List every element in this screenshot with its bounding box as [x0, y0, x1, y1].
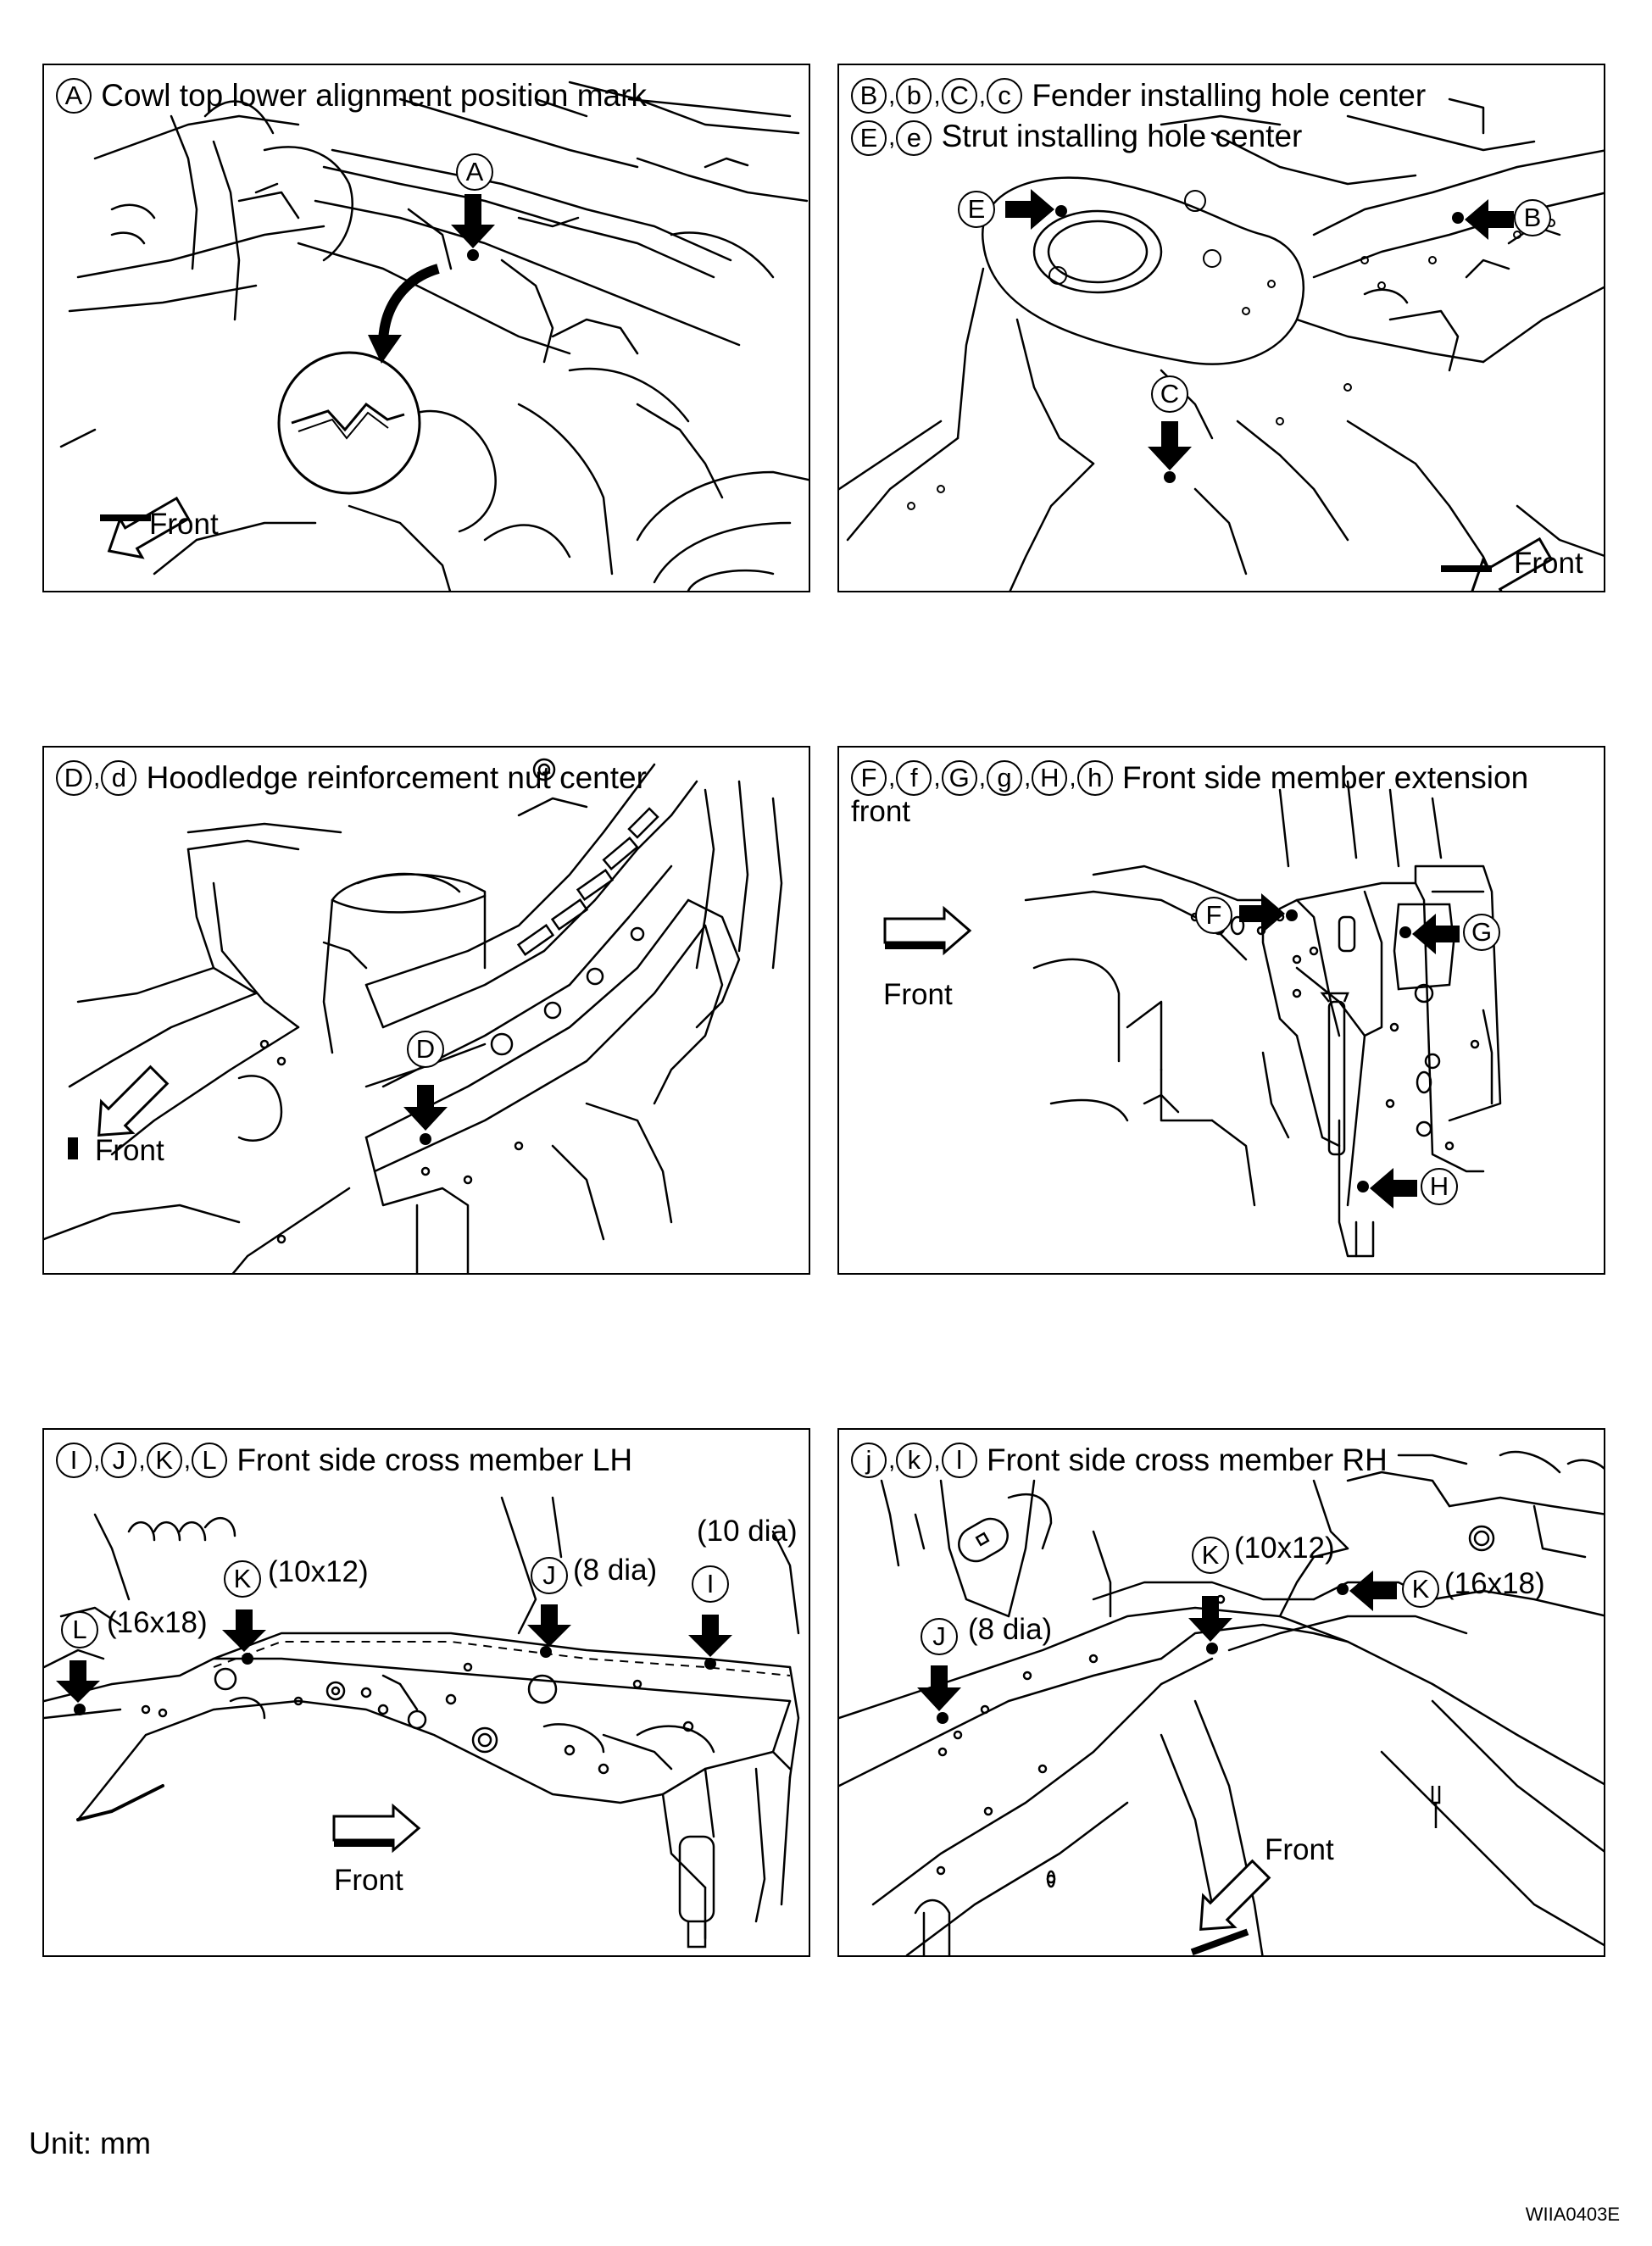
- title-text: Front side member extension: [1122, 760, 1529, 796]
- front-label: Front: [149, 508, 219, 541]
- callout-label: K: [1402, 1571, 1439, 1608]
- title-token: h: [1076, 760, 1113, 797]
- title-text: Front side cross member LH: [236, 1443, 633, 1478]
- dimension-label: (8 dia): [968, 1613, 1053, 1646]
- front-label: Front: [1514, 547, 1583, 580]
- dimension-label: (16x18): [107, 1606, 208, 1639]
- callout-label: K: [224, 1560, 261, 1598]
- panel-d-title: D,d Hoodledge reinforcement nut center: [56, 758, 647, 797]
- title-token: C: [941, 78, 977, 114]
- figure-id: WIIA0403E: [1525, 2204, 1620, 2225]
- dimension-label: (16x18): [1444, 1567, 1545, 1600]
- dimension-label: (10 dia): [697, 1515, 798, 1548]
- panel-side-member-extension: F,f,G,g,H,h Front side member extension …: [837, 746, 1605, 1275]
- title-text: Fender installing hole center: [1032, 78, 1427, 114]
- title-token: b: [896, 78, 932, 114]
- fender-strut-drawing: [839, 97, 1604, 591]
- panel-f-title: F,f,G,g,H,h Front side member extension: [851, 758, 1528, 797]
- front-label: Front: [1265, 1833, 1334, 1866]
- unit-note: Unit: mm: [29, 2126, 151, 2160]
- front-label: Front: [95, 1134, 164, 1167]
- callout-label: I: [692, 1565, 729, 1603]
- callout-label: G: [1463, 914, 1500, 951]
- title-token: J: [101, 1443, 137, 1479]
- title-token: c: [987, 78, 1023, 114]
- cowl-top-drawing: [59, 81, 809, 591]
- callout-label: J: [531, 1557, 568, 1594]
- title-token: k: [896, 1443, 932, 1479]
- title-token: F: [851, 760, 887, 797]
- dimension-label: (8 dia): [573, 1554, 658, 1587]
- title-token: e: [896, 120, 932, 157]
- title-continuation: front: [851, 795, 911, 828]
- callout-label: E: [958, 191, 995, 228]
- title-token: d: [101, 760, 137, 797]
- panel-cross-member-rh: j,k,l Front side cross member RH J (8 di…: [837, 1428, 1605, 1957]
- callout-label: K: [1192, 1537, 1229, 1574]
- callout-label: J: [921, 1618, 958, 1655]
- panel-cross-member-lh: I,J,K,L Front side cross member LH L (16…: [42, 1428, 810, 1957]
- panel-hoodledge: D,d Hoodledge reinforcement nut center D…: [42, 746, 810, 1275]
- title-token: D: [56, 760, 92, 797]
- panel-j-title: j,k,l Front side cross member RH: [851, 1440, 1388, 1479]
- title-token: g: [987, 760, 1023, 797]
- front-label: Front: [334, 1864, 403, 1897]
- title-text: Hoodledge reinforcement nut center: [146, 760, 647, 796]
- callout-label: D: [407, 1031, 444, 1068]
- panel-cowl-top: A Cowl top lower alignment position mark…: [42, 64, 810, 592]
- title-text: Strut installing hole center: [941, 119, 1303, 153]
- cross-member-lh-drawing: [44, 1496, 800, 1949]
- title-token: l: [941, 1443, 977, 1479]
- callout-label: B: [1514, 199, 1551, 236]
- title-token: I: [56, 1443, 92, 1479]
- title-text: Front side cross member RH: [986, 1443, 1388, 1478]
- callout-label: A: [456, 153, 493, 191]
- callout-label: C: [1151, 375, 1188, 413]
- dimension-label: (10x12): [268, 1555, 369, 1588]
- callout-label: L: [61, 1611, 98, 1648]
- title-token: H: [1032, 760, 1068, 797]
- front-label: Front: [883, 978, 953, 1011]
- title-token: G: [941, 760, 977, 797]
- cross-member-rh-drawing: [839, 1450, 1604, 1955]
- title-token: L: [192, 1443, 228, 1479]
- title-token: B: [851, 78, 887, 114]
- panel-b-title2: E,e Strut installing hole center: [851, 118, 1303, 157]
- title-token: A: [56, 78, 92, 114]
- title-token: j: [851, 1443, 887, 1479]
- side-member-extension-drawing: [883, 780, 1502, 1258]
- panel-i-title: I,J,K,L Front side cross member LH: [56, 1440, 632, 1479]
- panel-fender-strut: B,b,C,c Fender installing hole center E,…: [837, 64, 1605, 592]
- title-token: f: [896, 760, 932, 797]
- panel-b-title: B,b,C,c Fender installing hole center: [851, 75, 1426, 114]
- hoodledge-drawing: [44, 758, 783, 1273]
- title-token: K: [146, 1443, 182, 1479]
- panel-a-title: A Cowl top lower alignment position mark: [56, 75, 647, 114]
- title-text: Cowl top lower alignment position mark: [101, 78, 647, 114]
- dimension-label: (10x12): [1234, 1532, 1335, 1565]
- callout-label: F: [1195, 897, 1232, 934]
- title-token: E: [851, 120, 887, 157]
- callout-label: H: [1421, 1168, 1458, 1205]
